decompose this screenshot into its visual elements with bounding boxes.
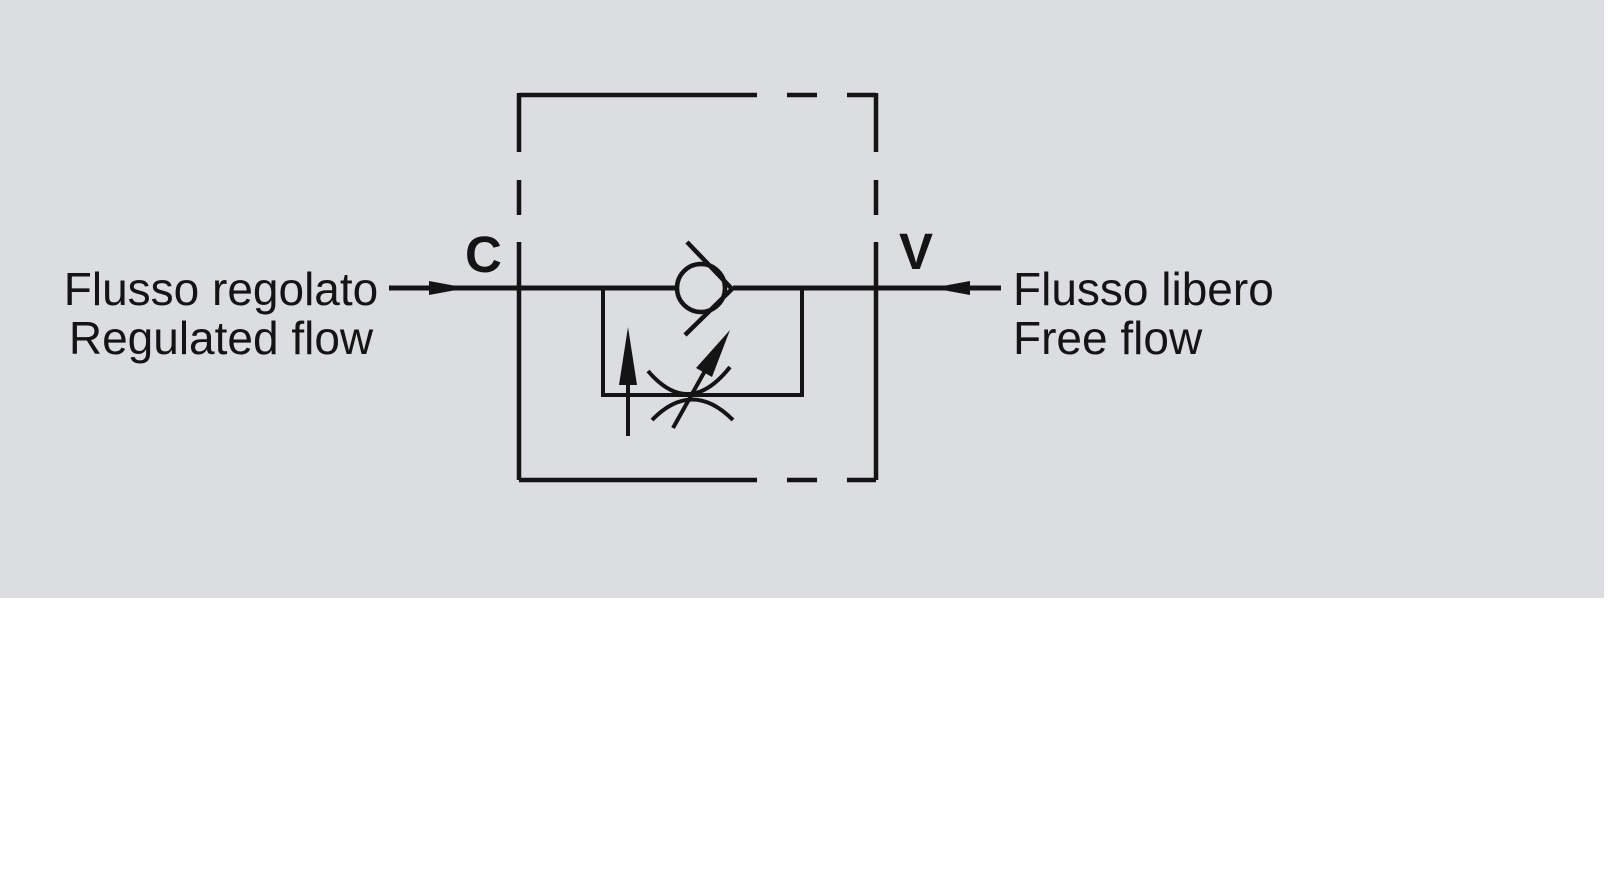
throttle-adjust-arrow-shaft <box>671 368 708 429</box>
throttle-upper-arc-icon <box>646 365 732 396</box>
check-valve-seat-icon <box>683 240 736 337</box>
free-flow-label-it: Flusso libero <box>1013 263 1274 315</box>
regulated-flow-arrowhead-icon <box>429 281 467 295</box>
port-label-c: C <box>465 226 502 283</box>
throttle-adjust-arrow-head-icon <box>696 330 730 377</box>
throttle-lower-arc-icon <box>650 397 735 422</box>
valve-schematic-drawing <box>389 92 1001 483</box>
check-valve-ball-icon <box>674 261 728 315</box>
regulated-flow-label-it: Flusso regolato <box>63 263 379 315</box>
regulated-flow-label-en: Regulated flow <box>68 312 374 364</box>
free-flow-label-en: Free flow <box>1013 312 1203 364</box>
port-label-v: V <box>899 223 934 280</box>
pilot-arrow-head-icon <box>619 327 637 385</box>
regulated-flow-label: Flusso regolato Regulated flow <box>60 265 382 363</box>
free-flow-arrowhead-icon <box>932 281 970 295</box>
free-flow-label: Flusso libero Free flow <box>1013 265 1274 363</box>
bypass-loop-rect <box>601 286 804 397</box>
